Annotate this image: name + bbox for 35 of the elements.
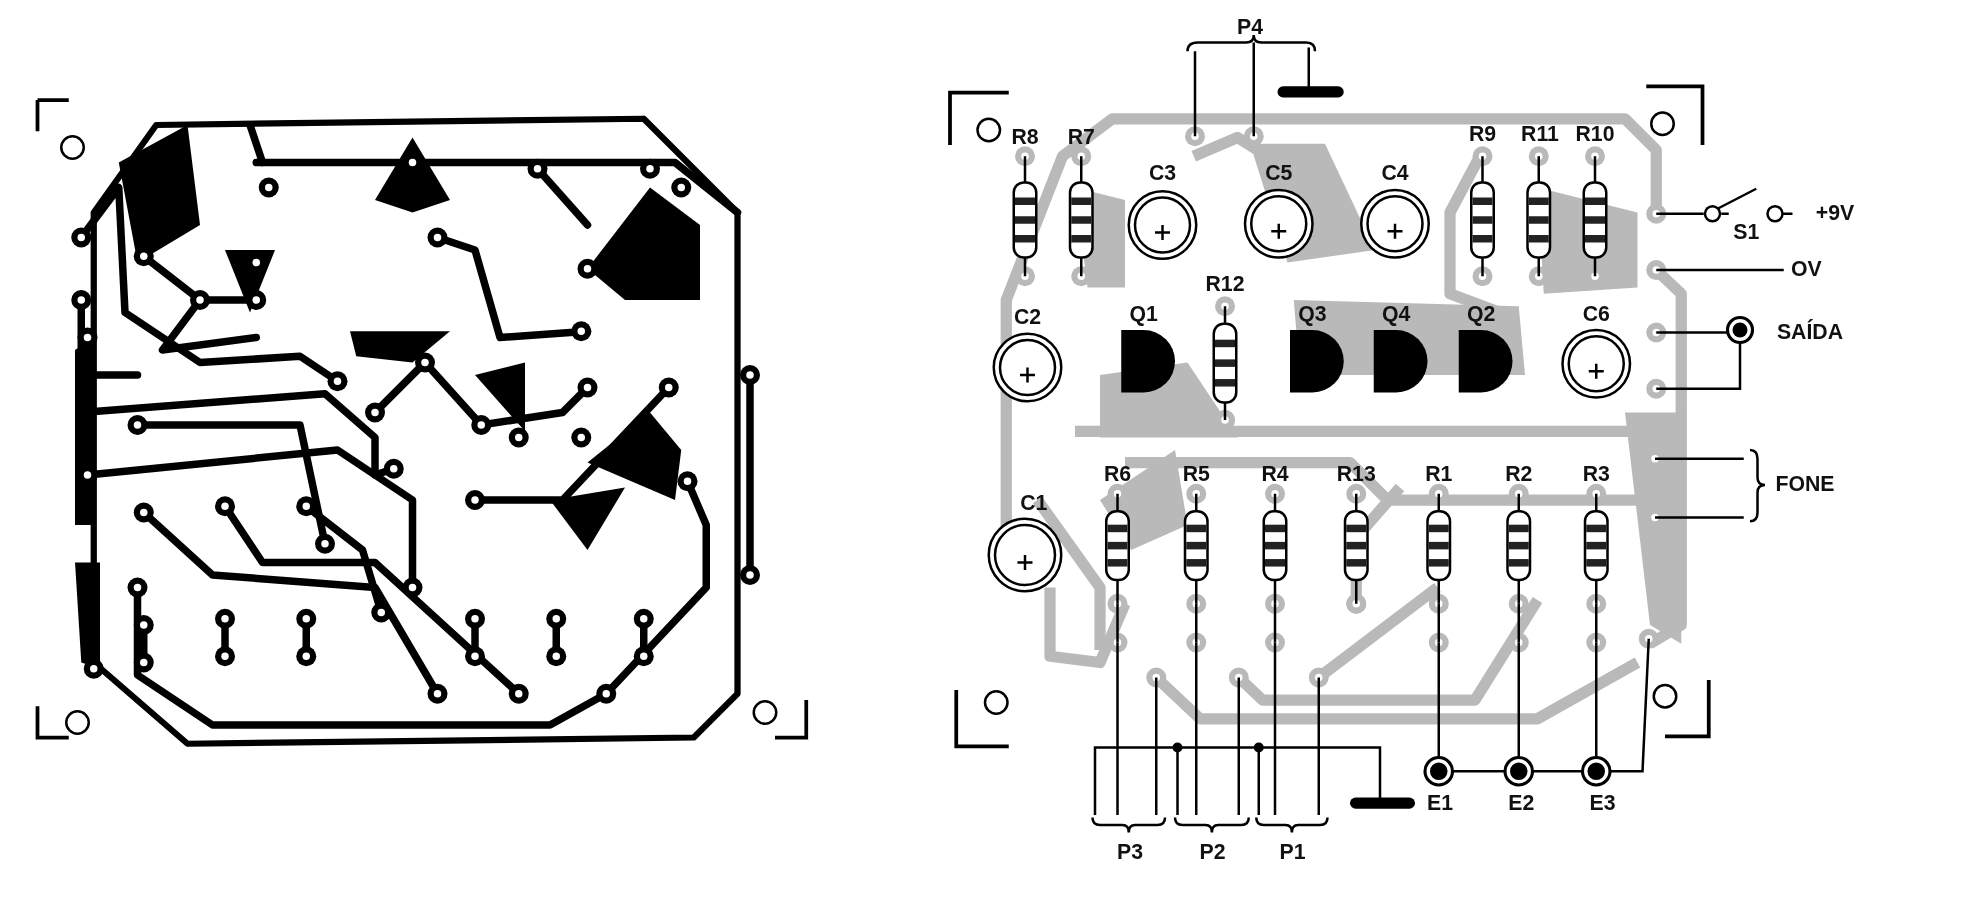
- component-label: R1: [1425, 463, 1453, 487]
- component-label: +9V: [1815, 202, 1855, 225]
- component-label: R8: [1011, 126, 1039, 149]
- component-label: R3: [1582, 463, 1610, 487]
- component-label: R12: [1205, 273, 1245, 297]
- component-label: E2: [1508, 792, 1535, 815]
- component-label: FONE: [1775, 473, 1835, 497]
- component-label: R7: [1067, 126, 1095, 149]
- component-label: R10: [1575, 123, 1615, 147]
- component-label: R4: [1261, 463, 1289, 487]
- component-label: C5: [1265, 162, 1293, 185]
- component-label: R13: [1336, 463, 1376, 487]
- component-label: C2: [1013, 306, 1042, 329]
- component-label: E3: [1589, 792, 1616, 815]
- component-label: S1: [1733, 221, 1760, 244]
- component-label: Q3: [1298, 303, 1327, 327]
- component-label: R9: [1468, 123, 1497, 147]
- component-label: P2: [1199, 841, 1226, 864]
- component-label: C3: [1148, 162, 1177, 185]
- component-label: C6: [1582, 303, 1610, 327]
- component-label: P3: [1117, 841, 1143, 864]
- component-label: P4: [1237, 16, 1263, 39]
- component-label: E1: [1427, 792, 1453, 815]
- component-label: R5: [1182, 463, 1210, 487]
- component-label: R6: [1103, 463, 1132, 487]
- component-label: P1: [1279, 841, 1306, 864]
- component-label: Q2: [1467, 303, 1496, 327]
- component-label: C1: [1020, 492, 1048, 515]
- component-label: Q4: [1382, 303, 1411, 327]
- component-label: OV: [1790, 258, 1822, 282]
- component-label: C4: [1381, 162, 1409, 185]
- component-label: SAÍDA: [1776, 321, 1844, 344]
- component-label: R11: [1521, 123, 1559, 147]
- component-label: Q1: [1129, 303, 1158, 327]
- component-label: R2: [1505, 463, 1533, 487]
